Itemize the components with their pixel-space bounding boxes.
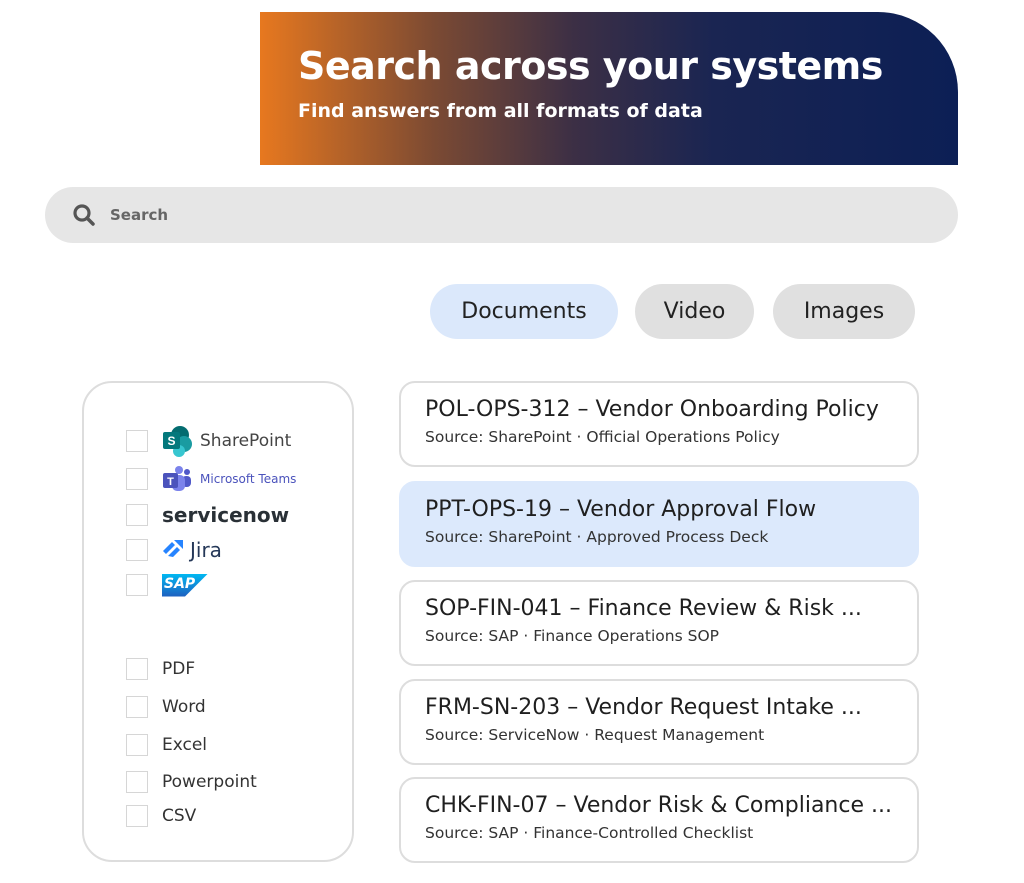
result-title: POL-OPS-312 – Vendor Onboarding Policy (425, 397, 879, 422)
source-label: Microsoft Teams (200, 472, 297, 486)
result-card[interactable]: FRM-SN-203 – Vendor Request Intake ... So… (399, 679, 919, 765)
search-icon (73, 204, 95, 226)
checkbox[interactable] (126, 539, 148, 561)
filter-excel[interactable]: Excel (126, 732, 207, 758)
checkbox[interactable] (126, 734, 148, 756)
result-source: Source: SharePoint · Official Operations… (425, 428, 780, 446)
source-label: SharePoint (200, 431, 292, 451)
checkbox[interactable] (126, 468, 148, 490)
search-input[interactable] (108, 205, 812, 225)
filter-jira[interactable]: Jira (126, 537, 222, 563)
filter-powerpoint[interactable]: Powerpoint (126, 769, 257, 795)
tab-video[interactable]: Video (635, 284, 754, 339)
checkbox[interactable] (126, 430, 148, 452)
result-card[interactable]: SOP-FIN-041 – Finance Review & Risk ... S… (399, 580, 919, 666)
format-label: CSV (162, 806, 197, 826)
filter-pdf[interactable]: PDF (126, 656, 195, 682)
hero-banner: Search across your systems Find answers … (260, 12, 958, 165)
checkbox[interactable] (126, 805, 148, 827)
result-source: Source: ServiceNow · Request Management (425, 726, 765, 744)
filter-teams[interactable]: T Microsoft Teams (126, 466, 296, 492)
tab-images[interactable]: Images (773, 284, 915, 339)
filter-sap[interactable]: SAP (126, 572, 208, 598)
checkbox[interactable] (126, 574, 148, 596)
format-label: Excel (162, 735, 208, 755)
filter-csv[interactable]: CSV (126, 803, 196, 829)
sap-logo-icon: SAP (162, 573, 208, 597)
filter-sharepoint[interactable]: S SharePoint (126, 426, 292, 457)
result-card[interactable]: CHK-FIN-07 – Vendor Risk & Compliance ..… (399, 777, 919, 863)
search-bar[interactable] (45, 187, 958, 243)
banner-title: Search across your systems (298, 44, 883, 88)
result-title: FRM-SN-203 – Vendor Request Intake ... (425, 695, 862, 720)
tab-documents[interactable]: Documents (430, 284, 618, 339)
filter-word[interactable]: Word (126, 694, 206, 720)
sharepoint-logo-icon: S (163, 426, 192, 457)
checkbox[interactable] (126, 696, 148, 718)
checkbox[interactable] (126, 658, 148, 680)
format-label: Powerpoint (162, 772, 257, 792)
filter-servicenow[interactable]: servicenow (126, 502, 289, 528)
result-source: Source: SAP · Finance Operations SOP (425, 627, 719, 645)
source-label: Jira (190, 538, 222, 562)
result-title: CHK-FIN-07 – Vendor Risk & Compliance ..… (425, 793, 892, 818)
result-title: PPT-OPS-19 – Vendor Approval Flow (425, 497, 817, 522)
result-title: SOP-FIN-041 – Finance Review & Risk ... (425, 596, 862, 621)
format-label: Word (162, 697, 206, 717)
result-source: Source: SAP · Finance-Controlled Checkli… (425, 824, 754, 842)
jira-logo-icon (163, 540, 183, 557)
filter-panel: S SharePoint T Microsoft Teams serviceno… (82, 381, 354, 862)
checkbox[interactable] (126, 771, 148, 793)
result-source: Source: SharePoint · Approved Process De… (425, 528, 769, 546)
source-label: servicenow (162, 503, 290, 527)
teams-logo-icon: T (163, 466, 191, 491)
checkbox[interactable] (126, 504, 148, 526)
source-label: SAP (164, 575, 196, 592)
format-label: PDF (162, 659, 196, 679)
svg-text:T: T (167, 476, 174, 488)
banner-subtitle: Find answers from all formats of data (298, 100, 703, 122)
svg-text:S: S (167, 434, 175, 448)
